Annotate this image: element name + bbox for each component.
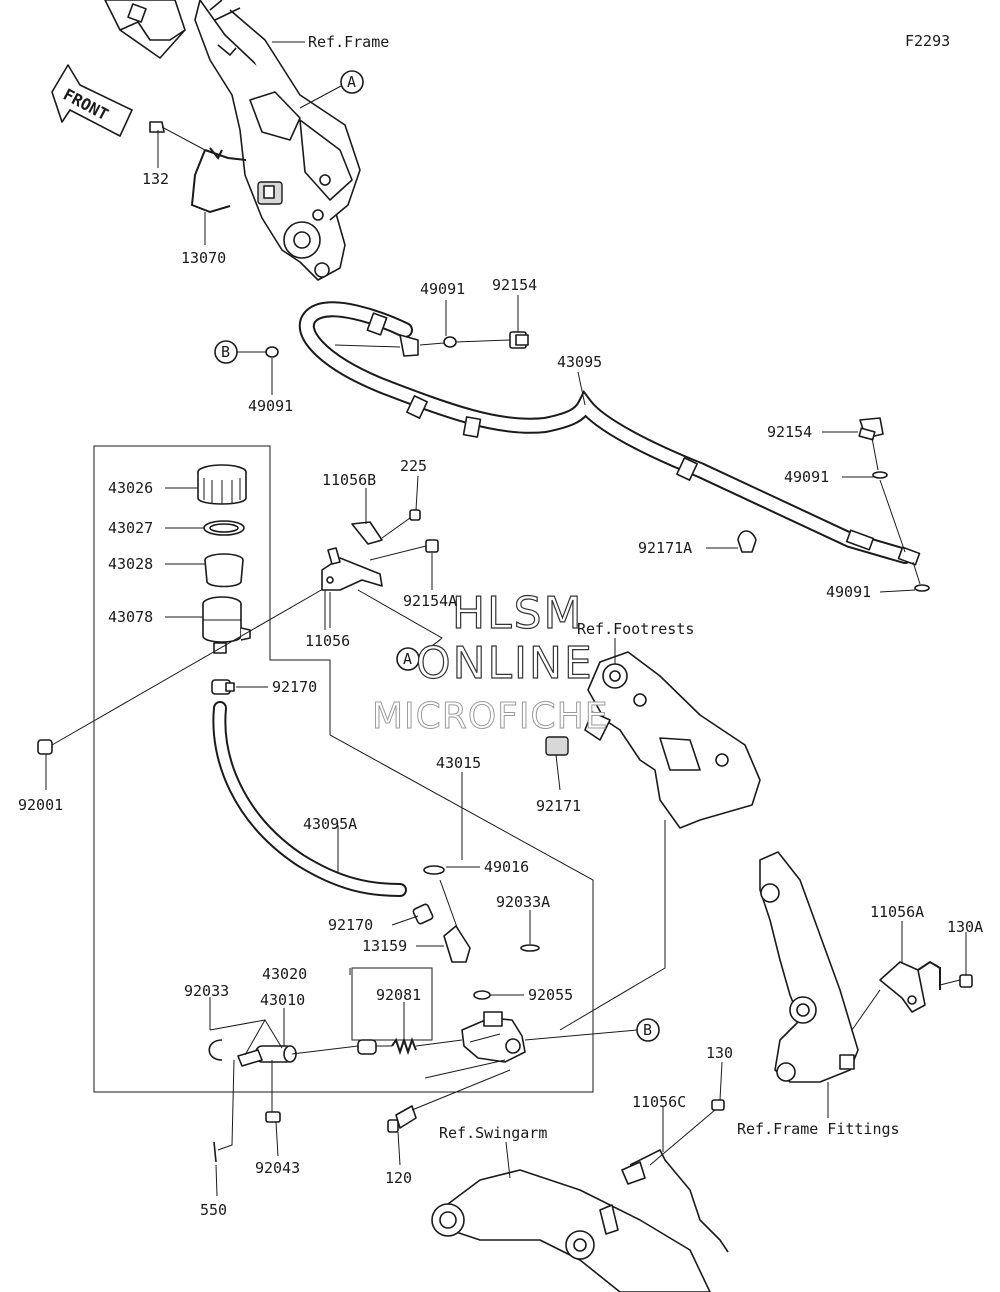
cap-43026 [197, 464, 247, 505]
callout-b-low: B [524, 1018, 660, 1042]
clamp-92170-b [412, 903, 434, 925]
part-label-130A: 130A [947, 918, 983, 936]
part-label-92033A: 92033A [496, 893, 550, 911]
diagram-id: F2293 [905, 32, 950, 50]
swingarm [431, 1169, 711, 1292]
part-label-11056B: 11056B [322, 471, 376, 489]
part-label-43095: 43095 [557, 353, 602, 371]
clamp-13070 [190, 147, 283, 214]
svg-text:B: B [221, 343, 230, 361]
ref-frame-fittings-label: Ref.Frame Fittings [737, 1120, 900, 1138]
part-label-92154A: 92154A [403, 592, 457, 610]
hose-43095A [212, 701, 407, 897]
part-label-49091: 49091 [784, 468, 829, 486]
banjo-bolt-92154-a [509, 331, 529, 349]
banjo-bolt-92154-b [858, 417, 884, 441]
part-label-92081: 92081 [376, 986, 421, 1004]
part-label-43026: 43026 [108, 479, 153, 497]
part-label-43015: 43015 [436, 754, 481, 772]
part-label-11056: 11056 [305, 632, 350, 650]
part-label-13070: 13070 [181, 249, 226, 267]
part-label-225: 225 [400, 457, 427, 475]
diaphragm-43027 [203, 520, 245, 536]
part-label-92170: 92170 [328, 916, 373, 934]
part-label-92171A: 92171A [638, 539, 692, 557]
part-label-550: 550 [200, 1201, 227, 1219]
svg-text:A: A [347, 73, 356, 91]
bolt-120 [387, 1105, 417, 1133]
part-label-11056C: 11056C [632, 1093, 686, 1111]
part-label-92154: 92154 [767, 423, 812, 441]
bolt-225 [409, 509, 421, 521]
part-label-49016: 49016 [484, 858, 529, 876]
part-label-132: 132 [142, 170, 169, 188]
part-label-49091: 49091 [248, 397, 293, 415]
frame-assembly [104, 0, 361, 281]
svg-text:A: A [403, 650, 412, 668]
plate-43028 [204, 553, 244, 588]
part-label-43078: 43078 [108, 608, 153, 626]
svg-text:B: B [643, 1021, 652, 1039]
part-label-92055: 92055 [528, 986, 573, 1004]
part-label-13159: 13159 [362, 937, 407, 955]
circlip-92033 [208, 1039, 223, 1061]
ref-swingarm-label: Ref.Swingarm [439, 1124, 547, 1142]
part-label-43020: 43020 [262, 965, 307, 983]
bracket-11056A [879, 960, 941, 1013]
part-label-92033: 92033 [184, 982, 229, 1000]
hose-43095 [298, 301, 921, 566]
part-label-43028: 43028 [108, 555, 153, 573]
clip-11056C [621, 1149, 729, 1253]
ref-frame-label: Ref.Frame [308, 33, 389, 51]
bolt-92154A [425, 539, 439, 553]
part-label-92170: 92170 [272, 678, 317, 696]
bolt-132 [149, 121, 206, 151]
part-label-120: 120 [385, 1169, 412, 1187]
labels: F2293 Ref.Frame Ref.Footrests Ref.Frame … [18, 32, 983, 1219]
pushrod-92043 [237, 1049, 281, 1123]
oring-92033A [520, 944, 540, 952]
bolt-92001 [37, 739, 53, 755]
callout-a-mid: A [396, 639, 441, 671]
svg-text:MICROFICHE: MICROFICHE [372, 696, 608, 737]
bolt-130 [711, 1099, 725, 1111]
master-cylinder-body [461, 1011, 526, 1063]
joint-13159 [439, 879, 471, 963]
spring-92081 [357, 1036, 417, 1056]
svg-text:HLSM: HLSM [452, 588, 584, 639]
part-label-43010: 43010 [260, 991, 305, 1009]
watermark: HLSM ONLINE MICROFICHE [372, 587, 608, 737]
part-label-49091: 49091 [420, 280, 465, 298]
callout-b-top: B [214, 340, 266, 364]
part-label-92043: 92043 [255, 1159, 300, 1177]
bolt-130A [959, 974, 973, 988]
part-label-130: 130 [706, 1044, 733, 1062]
frame-fittings-bracket [759, 851, 859, 1083]
svg-text:ONLINE: ONLINE [416, 638, 594, 689]
part-label-92001: 92001 [18, 796, 63, 814]
part-label-92154: 92154 [492, 276, 537, 294]
leader-lines [45, 41, 967, 1197]
ref-footrests-label: Ref.Footrests [577, 620, 694, 638]
part-label-49091: 49091 [826, 583, 871, 601]
front-arrow: FRONT [51, 64, 133, 137]
part-label-92171: 92171 [536, 797, 581, 815]
footrest-bracket [545, 651, 761, 829]
clamp-92171A [737, 530, 757, 553]
callout-a-top: A [299, 70, 364, 109]
oring-92055 [473, 990, 491, 1000]
clip-11056B [351, 521, 383, 545]
part-label-43027: 43027 [108, 519, 153, 537]
bracket-11056 [321, 547, 383, 591]
gasket-49016 [423, 865, 445, 875]
part-label-43095A: 43095A [303, 815, 357, 833]
part-label-11056A: 11056A [870, 903, 924, 921]
clamp-92170-a [211, 679, 235, 695]
